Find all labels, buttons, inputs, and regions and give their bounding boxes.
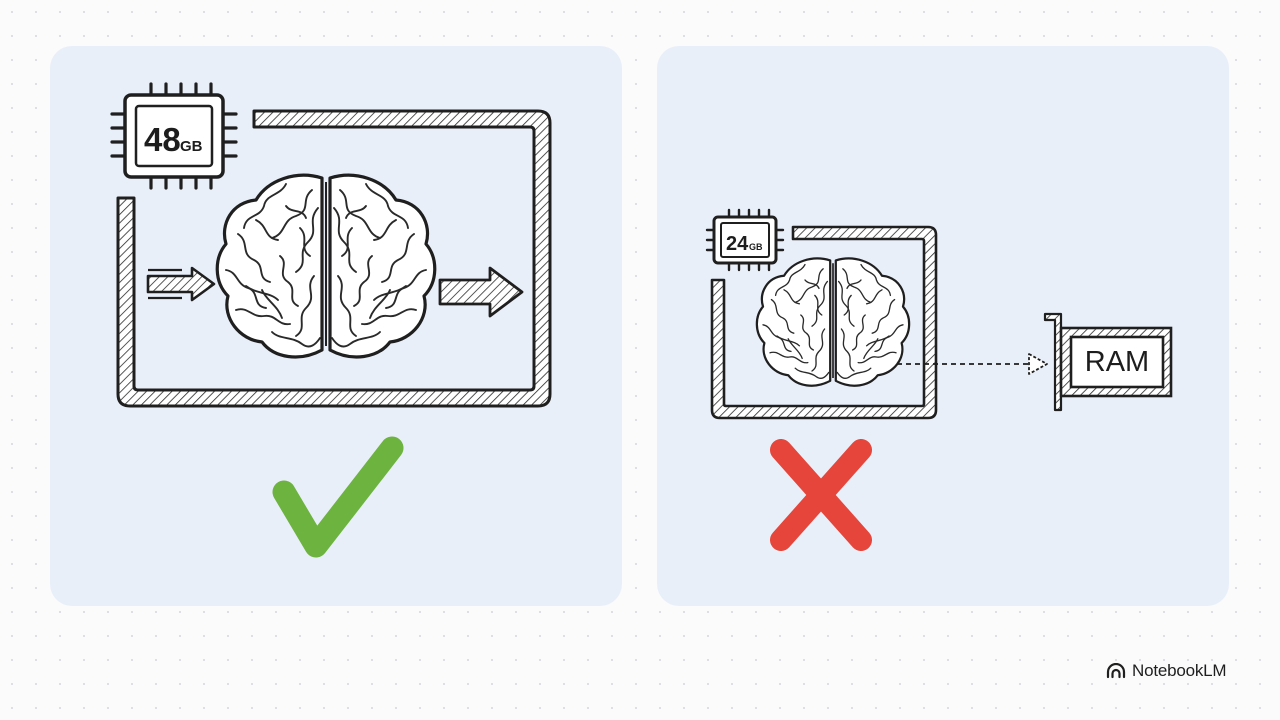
input-arrow-icon [146, 266, 216, 302]
cross-mark-icon [770, 439, 872, 551]
chip-capacity-value: 24 [726, 233, 749, 255]
brain-icon [215, 173, 437, 359]
gpu-chip-icon: 24 GB [705, 208, 785, 272]
chip-capacity-unit: GB [749, 242, 763, 252]
processing-frame [116, 109, 552, 408]
ram-module-icon: RAM [1043, 312, 1173, 412]
chip-capacity-value: 48 [144, 121, 181, 158]
processing-frame [710, 225, 938, 420]
notebooklm-logo-icon [1106, 663, 1126, 679]
left-panel-recommended: 48 GB [50, 46, 622, 606]
brand-badge: NotebookLM [1106, 660, 1227, 682]
chip-capacity-unit: GB [180, 138, 203, 155]
offload-arrow-icon [897, 353, 1048, 375]
brain-icon [755, 257, 911, 387]
ram-label: RAM [1085, 346, 1149, 378]
gpu-chip-icon: 48 GB [110, 82, 238, 190]
right-panel-not-recommended: 24 GB RAM [657, 46, 1229, 606]
brand-name: NotebookLM [1132, 661, 1227, 680]
check-mark-icon [272, 436, 404, 558]
output-arrow-icon [438, 266, 524, 318]
